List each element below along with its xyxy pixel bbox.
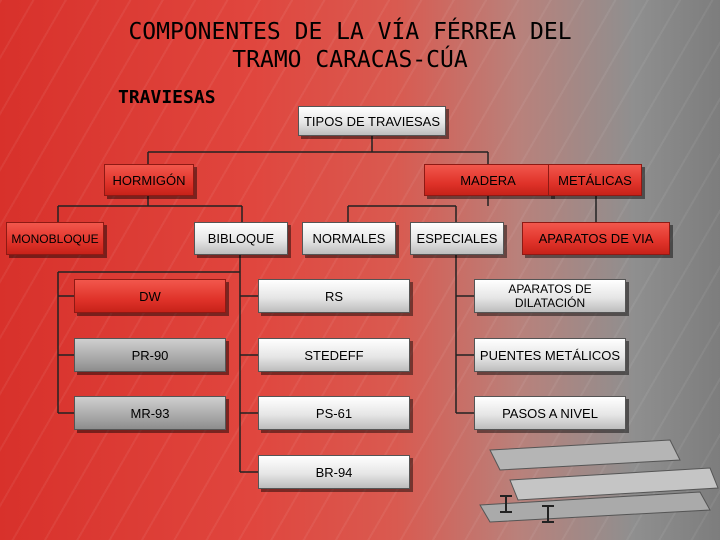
node-aparatos-de-via: APARATOS DE VIA bbox=[522, 222, 670, 255]
node-especiales: ESPECIALES bbox=[410, 222, 504, 255]
node-metalicas: METÁLICAS bbox=[548, 164, 642, 196]
item-pr-90: PR-90 bbox=[74, 338, 226, 372]
node-normales: NORMALES bbox=[302, 222, 396, 255]
item-ps-61: PS-61 bbox=[258, 396, 410, 430]
slide-title-line-1: COMPONENTES DE LA VÍA FÉRREA DEL bbox=[128, 19, 572, 45]
item-pasos-a-nivel: PASOS A NIVEL bbox=[474, 396, 626, 430]
item-stedeff: STEDEFF bbox=[258, 338, 410, 372]
node-tipos-de-traviesas: TIPOS DE TRAVIESAS bbox=[298, 106, 446, 136]
rail-illustration bbox=[479, 439, 719, 523]
node-monobloque: MONOBLOQUE bbox=[6, 222, 104, 255]
item-mr-93: MR-93 bbox=[74, 396, 226, 430]
slide-subtitle: TRAVIESAS bbox=[118, 87, 216, 108]
node-madera: MADERA bbox=[424, 164, 552, 196]
slide-title: COMPONENTES DE LA VÍA FÉRREA DEL TRAMO C… bbox=[60, 18, 640, 74]
item-br-94: BR-94 bbox=[258, 455, 410, 489]
item-puentes-metalicos: PUENTES METÁLICOS bbox=[474, 338, 626, 372]
item-dw: DW bbox=[74, 279, 226, 313]
item-aparatos-de-dilatacion: APARATOS DE DILATACIÓN bbox=[474, 279, 626, 313]
slide-title-line-2: TRAMO CARACAS-CÚA bbox=[232, 47, 468, 73]
node-bibloque: BIBLOQUE bbox=[194, 222, 288, 255]
node-hormigon: HORMIGÓN bbox=[104, 164, 194, 196]
item-rs: RS bbox=[258, 279, 410, 313]
